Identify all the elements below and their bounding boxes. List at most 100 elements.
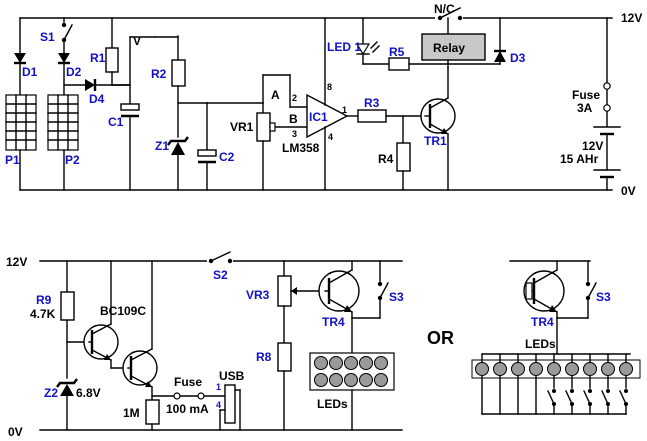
r9-value: 4.7K xyxy=(30,307,56,321)
r-1m-resistor xyxy=(145,399,160,425)
r-1m-label: 1M xyxy=(123,406,140,420)
ic-part-label: LM358 xyxy=(282,141,320,155)
leds-alt-label: LEDs xyxy=(525,337,556,351)
s2-label: S2 xyxy=(213,268,228,282)
usb-socket xyxy=(224,384,236,424)
battery-voltage: 12V xyxy=(582,139,603,153)
solar-panel-p2 xyxy=(47,94,79,151)
q2-transistor xyxy=(122,348,158,388)
pin3-label: 3 xyxy=(292,129,297,139)
alternative-circuit: TR4 S3 LEDs xyxy=(471,260,641,415)
tr1-label: TR1 xyxy=(424,134,447,148)
tr4-transistor xyxy=(318,269,360,313)
bottom-circuit: 12V 0V S2 R9 4.7K Z2 6.8V BC109C xyxy=(6,251,404,439)
r4-resistor xyxy=(396,142,411,172)
led-switches-alt xyxy=(547,375,628,415)
r2-label: R2 xyxy=(151,67,167,81)
vr1-preset xyxy=(256,112,271,142)
led-row-alt xyxy=(475,353,633,415)
s1-switch xyxy=(61,22,73,43)
r5-label: R5 xyxy=(389,45,405,59)
leds-label: LEDs xyxy=(317,397,348,411)
fuse-top-label: Fuse xyxy=(572,88,600,102)
battery xyxy=(593,126,621,179)
r9-resistor xyxy=(60,291,75,321)
solar-panel-p1 xyxy=(5,94,37,151)
pin2-label: 2 xyxy=(292,93,297,103)
battery-capacity: 15 AHr xyxy=(560,152,599,166)
usb-pin4-label: 4 xyxy=(216,400,221,410)
z1-label: Z1 xyxy=(155,139,169,153)
p1-label: P1 xyxy=(5,153,20,167)
bottom-12v-label: 12V xyxy=(6,255,27,269)
c2-capacitor xyxy=(197,149,217,164)
r5-resistor xyxy=(388,57,410,71)
s3-alt-switch xyxy=(585,281,597,301)
pin-b-label: B xyxy=(289,112,298,126)
tr4-label: TR4 xyxy=(322,315,345,329)
d4-label: D4 xyxy=(89,92,105,106)
r3-label: R3 xyxy=(364,96,380,110)
d4-diode xyxy=(85,79,97,91)
r2-resistor xyxy=(171,59,186,87)
r8-resistor xyxy=(277,342,292,372)
tr4-alt-transistor xyxy=(523,269,565,313)
pin-a-label: A xyxy=(271,88,280,102)
fuse-top-rating: 3A xyxy=(577,101,593,115)
ic1-label: IC1 xyxy=(309,110,328,124)
top-0v-label: 0V xyxy=(621,184,636,198)
c1-capacitor xyxy=(120,103,140,118)
s3-switch xyxy=(377,281,389,301)
d3-diode xyxy=(494,49,506,62)
relay-box xyxy=(421,33,486,61)
q1-transistor xyxy=(83,323,119,361)
z2-label: Z2 xyxy=(44,386,58,400)
fuse-bot-rating: 100 mA xyxy=(166,402,209,416)
r1-label: R1 xyxy=(90,51,106,65)
vr3-preset xyxy=(277,275,292,307)
r3-resistor xyxy=(357,109,387,123)
usb-pin1-label: 1 xyxy=(216,382,221,392)
usb-label: USB xyxy=(219,369,245,383)
top-12v-label: 12V xyxy=(621,11,642,25)
d1-diode xyxy=(14,53,26,65)
z2-value: 6.8V xyxy=(76,386,101,400)
s3-alt-label: S3 xyxy=(596,290,611,304)
d3-label: D3 xyxy=(510,51,526,65)
vr1-label: VR1 xyxy=(230,120,254,134)
nc-switch: N/C xyxy=(434,2,463,21)
vr3-label: VR3 xyxy=(246,288,270,302)
d2-diode xyxy=(58,53,70,65)
led1-diode xyxy=(355,41,380,56)
nc-label: N/C xyxy=(434,2,455,16)
bc109c-label: BC109C xyxy=(100,304,146,318)
or-label: OR xyxy=(427,328,454,348)
tr4-alt-label: TR4 xyxy=(531,315,554,329)
s1-label: S1 xyxy=(40,30,55,44)
p2-label: P2 xyxy=(65,153,80,167)
r4-label: R4 xyxy=(378,152,394,166)
c1-label: C1 xyxy=(108,115,124,129)
z2-zener xyxy=(56,378,78,396)
pin1-label: 1 xyxy=(342,105,347,115)
r1-resistor xyxy=(105,47,119,73)
r9-label: R9 xyxy=(36,293,52,307)
s2-switch xyxy=(207,251,233,264)
s3-label: S3 xyxy=(389,290,404,304)
z1-zener xyxy=(167,136,189,155)
top-circuit: 12V 0V N/C D1 S1 D2 xyxy=(5,2,642,198)
bottom-0v-label: 0V xyxy=(8,425,23,439)
fuse-bot-label: Fuse xyxy=(174,375,202,389)
c2-label: C2 xyxy=(219,150,235,164)
pin8-label: 8 xyxy=(327,82,332,92)
tr1-transistor xyxy=(420,97,456,135)
r8-label: R8 xyxy=(256,350,272,364)
ic1-opamp xyxy=(306,93,349,139)
led1-label: LED 1 xyxy=(327,40,361,54)
relay-label: Relay xyxy=(433,41,465,55)
v-node-label: V xyxy=(133,34,141,48)
d1-label: D1 xyxy=(22,65,38,79)
pin4-label: 4 xyxy=(328,132,333,142)
d2-label: D2 xyxy=(66,65,82,79)
